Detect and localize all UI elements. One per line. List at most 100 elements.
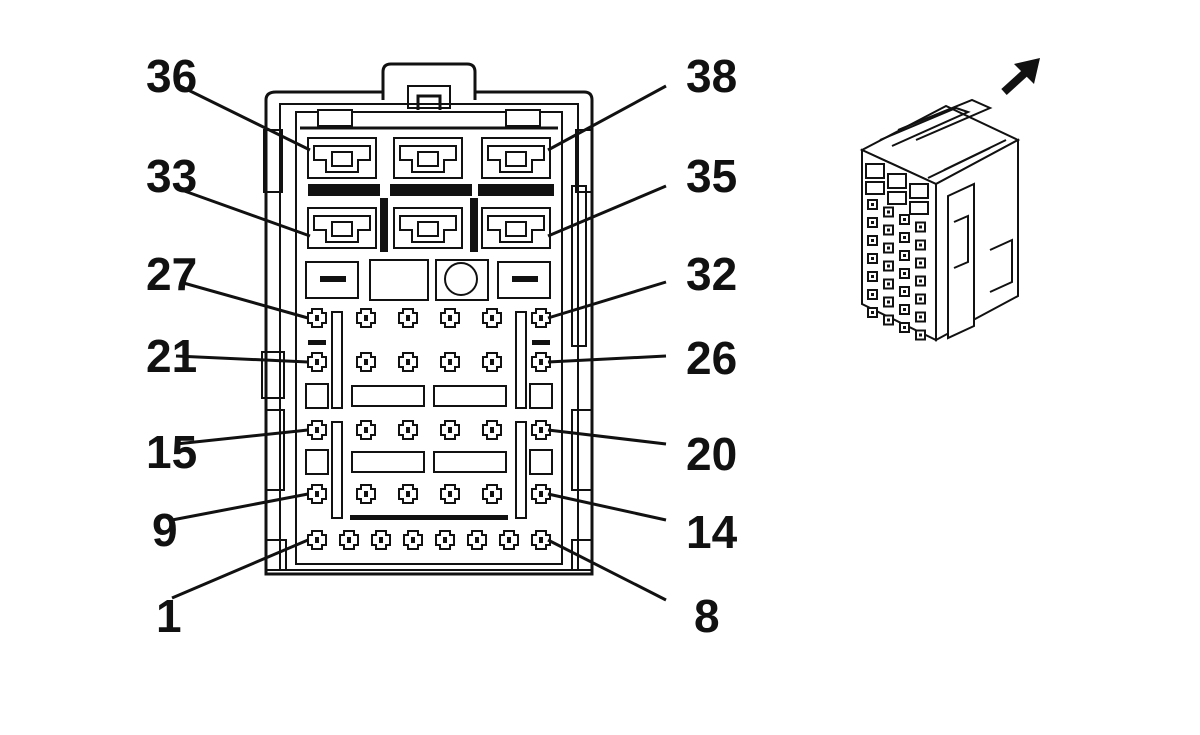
leader-20 xyxy=(547,428,667,446)
iso-pin xyxy=(883,224,894,236)
pin-label-1: 1 xyxy=(156,590,182,642)
large-terminal xyxy=(393,137,463,179)
key-feature-row xyxy=(305,259,551,301)
iso-pin xyxy=(915,275,926,287)
pin-label-15: 15 xyxy=(146,426,197,478)
leader-8 xyxy=(547,538,667,602)
iso-pin xyxy=(915,311,926,323)
iso-pin xyxy=(867,217,878,228)
leader-1 xyxy=(171,538,309,600)
pin-label-21: 21 xyxy=(146,330,197,382)
pin-label-8: 8 xyxy=(694,590,720,642)
pin-cavity xyxy=(467,530,487,550)
pin-cavity xyxy=(398,352,418,372)
pin-cavity xyxy=(398,308,418,328)
pin-cavity xyxy=(482,420,502,440)
iso-pin xyxy=(899,214,910,225)
leader-36 xyxy=(179,84,311,152)
leader-32 xyxy=(547,280,667,320)
pin-cavity xyxy=(531,530,551,550)
iso-pin xyxy=(899,286,910,297)
leader-33 xyxy=(175,186,311,238)
large-terminal xyxy=(481,137,551,179)
iso-pin xyxy=(883,314,894,326)
iso-pin xyxy=(915,329,926,341)
large-terminal xyxy=(307,137,377,179)
iso-pin xyxy=(867,199,878,210)
iso-pin xyxy=(867,235,878,246)
pin-cavity xyxy=(307,308,327,328)
pin-cavity xyxy=(482,308,502,328)
pin-cavity xyxy=(403,530,423,550)
pin-cavity xyxy=(531,484,551,504)
leader-15 xyxy=(175,428,309,446)
iso-pin xyxy=(867,271,878,282)
connector-isometric-icon xyxy=(859,98,1021,342)
pin-label-9: 9 xyxy=(152,504,178,556)
isometric-pin-grid xyxy=(865,163,929,341)
pin-label-35: 35 xyxy=(686,150,737,202)
pin-cavity xyxy=(307,484,327,504)
pin-cavity xyxy=(371,530,391,550)
iso-terminal xyxy=(865,163,885,195)
pin-label-33: 33 xyxy=(146,150,197,202)
pin-cavity xyxy=(398,420,418,440)
connector-housing xyxy=(261,62,594,576)
iso-pin xyxy=(867,307,878,318)
pin-cavity xyxy=(440,308,460,328)
leader-14 xyxy=(547,492,667,522)
pin-cavity xyxy=(440,352,460,372)
large-terminal-rows xyxy=(307,137,551,249)
iso-pin xyxy=(883,242,894,254)
leader-21 xyxy=(175,354,309,364)
pin-label-26: 26 xyxy=(686,332,737,384)
pin-label-27: 27 xyxy=(146,248,197,300)
iso-pin xyxy=(915,293,926,305)
leader-27 xyxy=(179,280,309,320)
leader-26 xyxy=(547,354,667,364)
pin-number-labels: 36 38 33 35 27 32 21 26 15 20 9 14 1 8 xyxy=(146,50,738,642)
iso-pin xyxy=(915,239,926,251)
pin-cavity xyxy=(440,420,460,440)
pin-cavity xyxy=(398,484,418,504)
pin-label-36: 36 xyxy=(146,50,197,102)
iso-pin xyxy=(899,268,910,279)
pin-cavity xyxy=(356,352,376,372)
iso-pin xyxy=(867,253,878,264)
pin-label-38: 38 xyxy=(686,50,737,102)
pin-label-14: 14 xyxy=(686,506,738,558)
pin-cavity xyxy=(307,352,327,372)
large-terminal xyxy=(481,207,551,249)
pin-cavity xyxy=(531,352,551,372)
iso-pin xyxy=(899,232,910,243)
pin-cavity xyxy=(356,420,376,440)
small-pin-cavities xyxy=(307,308,551,550)
big-row-separators xyxy=(308,184,554,252)
pin-cavity xyxy=(531,308,551,328)
iso-pin xyxy=(899,250,910,261)
pin-cavity xyxy=(531,420,551,440)
iso-pin xyxy=(915,257,926,269)
pin-label-32: 32 xyxy=(686,248,737,300)
iso-pin xyxy=(867,289,878,300)
arrow-up-right-icon xyxy=(1001,58,1040,95)
iso-pin xyxy=(915,221,926,233)
iso-pin xyxy=(883,260,894,272)
iso-terminal xyxy=(887,173,907,205)
iso-pin xyxy=(883,296,894,308)
pin-cavity xyxy=(440,484,460,504)
large-terminal xyxy=(393,207,463,249)
pin-cavity xyxy=(482,352,502,372)
pin-cavity xyxy=(307,420,327,440)
pin-cavity xyxy=(307,530,327,550)
leader-9 xyxy=(171,492,309,522)
iso-pin xyxy=(883,206,894,218)
iso-terminal xyxy=(909,183,929,215)
pin-cavity xyxy=(482,484,502,504)
iso-pin xyxy=(899,304,910,315)
pin-cavity xyxy=(339,530,359,550)
pin-field-dividers xyxy=(305,311,553,520)
pin-leader-lines xyxy=(171,84,667,602)
